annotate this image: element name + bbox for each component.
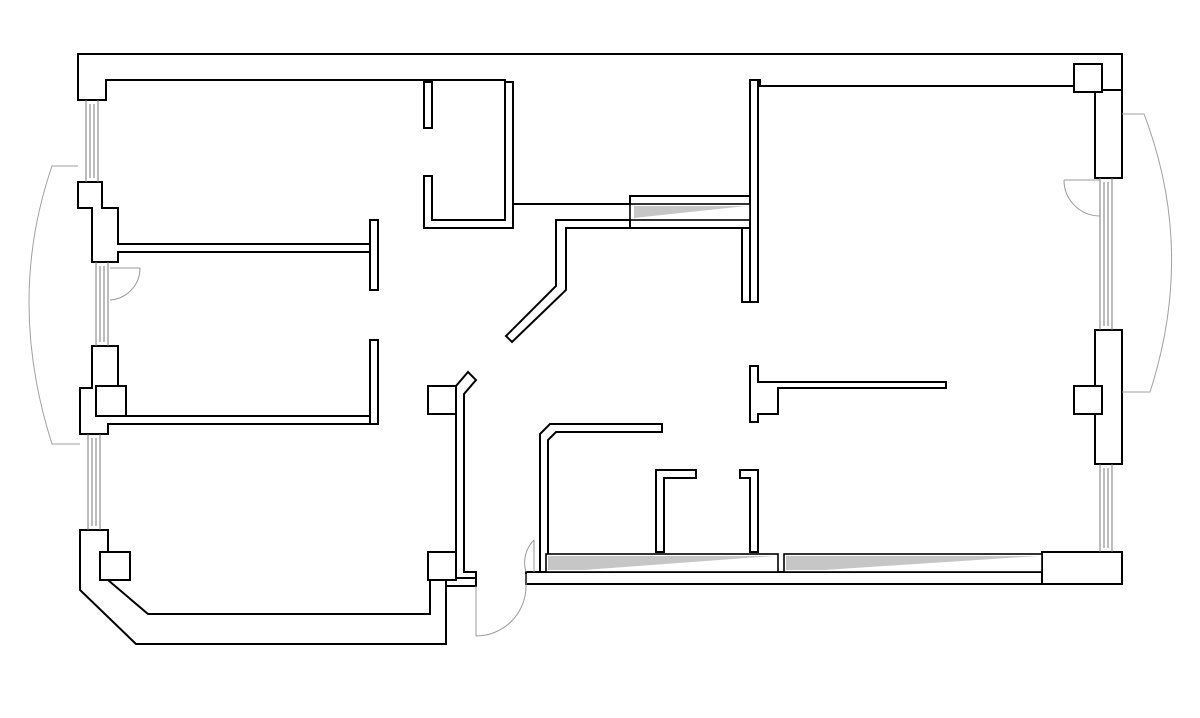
bedroom-divider-bottom (369, 339, 379, 425)
windows (85, 100, 1113, 552)
column-center-left (427, 385, 457, 415)
window-right-lower (1099, 464, 1113, 552)
column-right-middle (1073, 385, 1103, 415)
door-right-room (1063, 179, 1101, 217)
corridor-wall-angled (504, 219, 751, 344)
bay-windows (28, 113, 1173, 445)
door-left-room (109, 267, 141, 301)
living-partition (749, 365, 947, 423)
window-left-middle (95, 262, 109, 346)
bath-wall-left-upper (423, 81, 433, 129)
top-outer-wall (77, 53, 1123, 205)
utility-wall-mid (655, 469, 697, 553)
corridor-wall-vertical (749, 79, 759, 303)
column-left-bottom (99, 551, 131, 581)
cabinet-bottom-left-shade (548, 556, 774, 570)
bedroom-divider-top (369, 219, 379, 291)
right-outer-wall-upper (1094, 89, 1123, 179)
left-bay-arc (28, 165, 80, 445)
right-bay-arc (1122, 113, 1173, 393)
column-top-right (1073, 63, 1103, 93)
column-bottom-center (427, 551, 457, 581)
cabinet-bottom-right-shade (786, 556, 1038, 570)
door-utility (524, 539, 535, 573)
right-outer-wall-bottom (1041, 551, 1123, 585)
cabinets (545, 203, 1043, 573)
left-bottom-angled-wall (79, 529, 447, 645)
window-left-top (85, 100, 99, 182)
interior-walls (369, 79, 947, 579)
window-left-bottom (87, 434, 101, 530)
window-right-upper (1099, 178, 1113, 330)
utility-wall-right (739, 469, 759, 553)
hallway-wall (455, 370, 478, 579)
right-outer-wall-middle (1094, 329, 1123, 465)
cabinet-top-shade (634, 206, 746, 218)
bath-wall-lower (423, 81, 514, 229)
doors (109, 179, 1101, 637)
column-left-middle (95, 385, 127, 417)
bottom-wall-right (525, 571, 1043, 585)
door-entrance (475, 574, 527, 637)
utility-wall-l (539, 423, 663, 573)
left-outer-wall-top (77, 181, 375, 263)
